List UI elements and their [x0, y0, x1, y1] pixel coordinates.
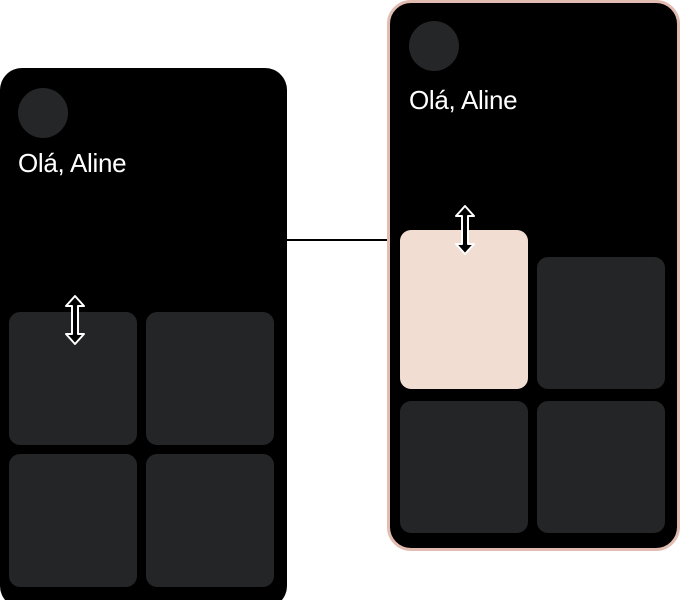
grid-tile-bottom-left[interactable]: [400, 401, 528, 533]
greeting-text: Olá, Aline: [18, 148, 127, 178]
grid-tile-top-right[interactable]: [537, 257, 665, 389]
grid-tile-top-left-expanded[interactable]: [400, 230, 528, 389]
grid-tile-top-right[interactable]: [146, 312, 274, 445]
connector-line: [287, 239, 390, 241]
phone-screen-before: Olá, Aline: [0, 68, 287, 600]
grid-tile-bottom-right[interactable]: [537, 401, 665, 533]
vertical-resize-arrow-icon: [455, 205, 475, 255]
avatar: [18, 88, 68, 138]
vertical-resize-arrow-icon: [65, 295, 85, 345]
phone-screen-after: Olá, Aline: [387, 0, 680, 551]
grid-tile-bottom-left[interactable]: [9, 454, 137, 587]
greeting-text: Olá, Aline: [409, 85, 518, 115]
avatar: [409, 21, 459, 71]
grid-tile-bottom-right[interactable]: [146, 454, 274, 587]
